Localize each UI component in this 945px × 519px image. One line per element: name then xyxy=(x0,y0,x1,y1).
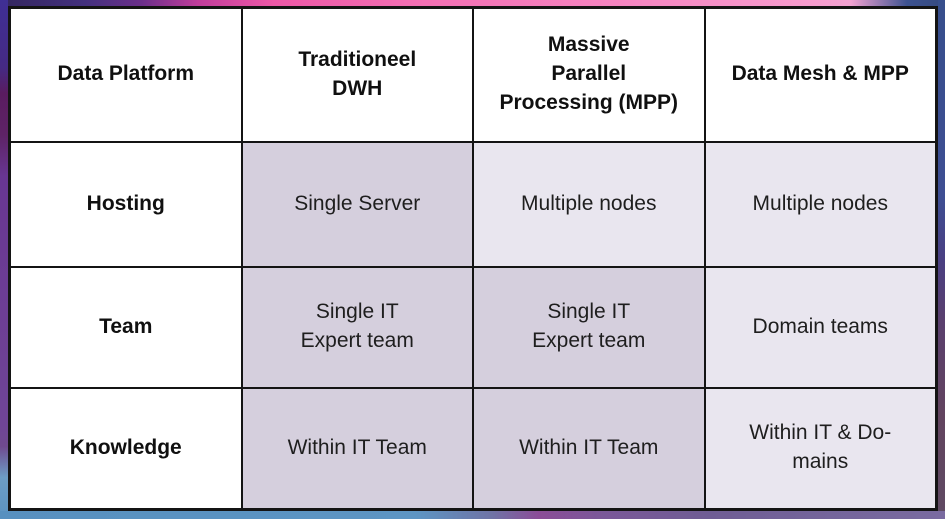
cell-knowledge-data-mesh-mpp: Within IT & Do- mains xyxy=(705,388,935,508)
cell-knowledge-traditioneel-dwh: Within IT Team xyxy=(242,388,472,508)
slide-frame-top-decoration xyxy=(0,0,945,6)
column-header-data-platform: Data Platform xyxy=(11,9,241,141)
cell-knowledge-mpp: Within IT Team xyxy=(474,388,704,508)
row-header-knowledge: Knowledge xyxy=(11,388,241,508)
column-header-massive-parallel-processing: Massive Parallel Processing (MPP) xyxy=(474,9,704,141)
cell-team-data-mesh-mpp: Domain teams xyxy=(705,267,935,387)
slide-frame-left-decoration xyxy=(0,0,8,519)
slide-frame-bottom-decoration xyxy=(0,511,945,519)
cell-team-traditioneel-dwh: Single IT Expert team xyxy=(242,267,472,387)
cell-hosting-traditioneel-dwh: Single Server xyxy=(242,142,472,266)
row-header-team: Team xyxy=(11,267,241,387)
cell-team-mpp: Single IT Expert team xyxy=(474,267,704,387)
cell-hosting-mpp: Multiple nodes xyxy=(474,142,704,266)
slide-frame-right-decoration xyxy=(938,0,945,519)
row-header-hosting: Hosting xyxy=(11,142,241,266)
cell-hosting-data-mesh-mpp: Multiple nodes xyxy=(705,142,935,266)
column-header-traditioneel-dwh: Traditioneel DWH xyxy=(242,9,472,141)
column-header-data-mesh-mpp: Data Mesh & MPP xyxy=(705,9,935,141)
data-platform-comparison-table: Data Platform Traditioneel DWH Massive P… xyxy=(8,6,938,511)
